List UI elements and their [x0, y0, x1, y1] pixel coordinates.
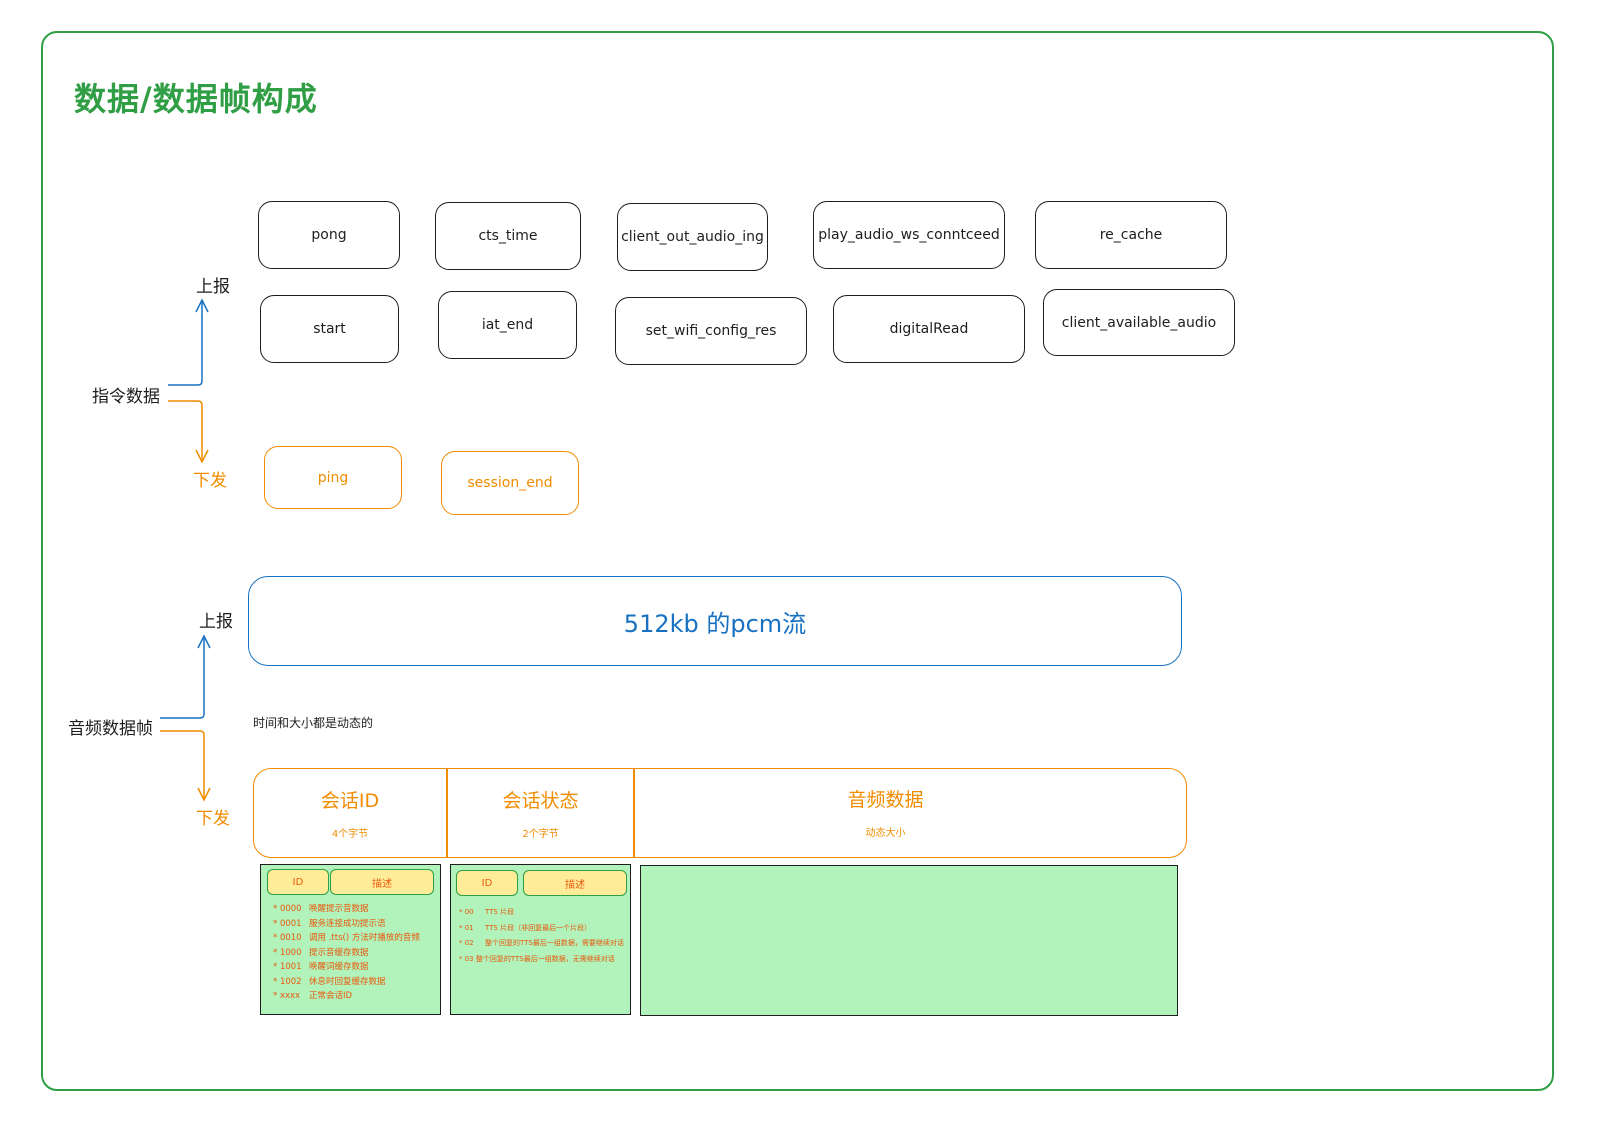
id-header: ID: [456, 870, 518, 896]
segment-divider: [633, 769, 635, 857]
cmd-box-digitalread: digitalRead: [833, 295, 1025, 363]
page-title: 数据/数据帧构成: [74, 80, 318, 118]
desc-header: 描述: [523, 870, 627, 896]
segment-size: 2个字节: [522, 829, 559, 840]
id-header: ID: [267, 869, 329, 895]
cmd-box-play-audio-ws: play_audio_ws_conntceed: [813, 201, 1005, 269]
cmd-box-re-cache: re_cache: [1035, 201, 1227, 269]
cmd-up-label: 上报: [196, 277, 230, 297]
audio-down-label: 下发: [196, 809, 230, 829]
desc-header: 描述: [330, 869, 434, 895]
segment-audio-data: 音频数据 动态大小: [635, 769, 1136, 857]
table-row: * 03 整个回复的TTS最后一组数据，无需继续对话: [459, 954, 615, 963]
cmd-box-set-wifi-config-res: set_wifi_config_res: [615, 297, 807, 365]
cmd-label: 指令数据: [92, 387, 160, 407]
segment-size: 4个字节: [331, 829, 369, 840]
audio-up-label: 上报: [199, 612, 233, 632]
pcm-stream-box: 512kb 的pcm流: [248, 576, 1182, 666]
segment-title: 音频数据: [847, 789, 924, 811]
cmd-box-client-out-audio-ing: client_out_audio_ing: [617, 203, 768, 271]
cmd-box-pong: pong: [258, 201, 400, 269]
segment-title: 会话ID: [320, 790, 380, 812]
segment-divider: [446, 769, 448, 857]
cmd-box-ping: ping: [264, 446, 402, 509]
audio-data-panel: [640, 865, 1178, 1016]
dynamic-note: 时间和大小都是动态的: [253, 716, 374, 730]
cmd-down-label: 下发: [193, 471, 227, 491]
cmd-box-iat-end: iat_end: [438, 291, 577, 359]
segment-session-id: 会话ID 4个字节: [254, 769, 446, 857]
audio-label: 音频数据帧: [68, 719, 153, 739]
cmd-box-session-end: session_end: [441, 451, 579, 515]
audio-frame-structure: 会话ID 4个字节 会话状态 2个字节 音频数据 动态大小: [253, 768, 1187, 858]
segment-title: 会话状态: [502, 790, 579, 812]
cmd-box-cts-time: cts_time: [435, 202, 581, 270]
segment-size: 动态大小: [865, 828, 906, 839]
segment-session-state: 会话状态 2个字节: [448, 769, 633, 857]
diagram-frame: [41, 31, 1554, 1091]
cmd-box-start: start: [260, 295, 399, 363]
cmd-box-client-available-audio: client_available_audio: [1043, 289, 1235, 356]
